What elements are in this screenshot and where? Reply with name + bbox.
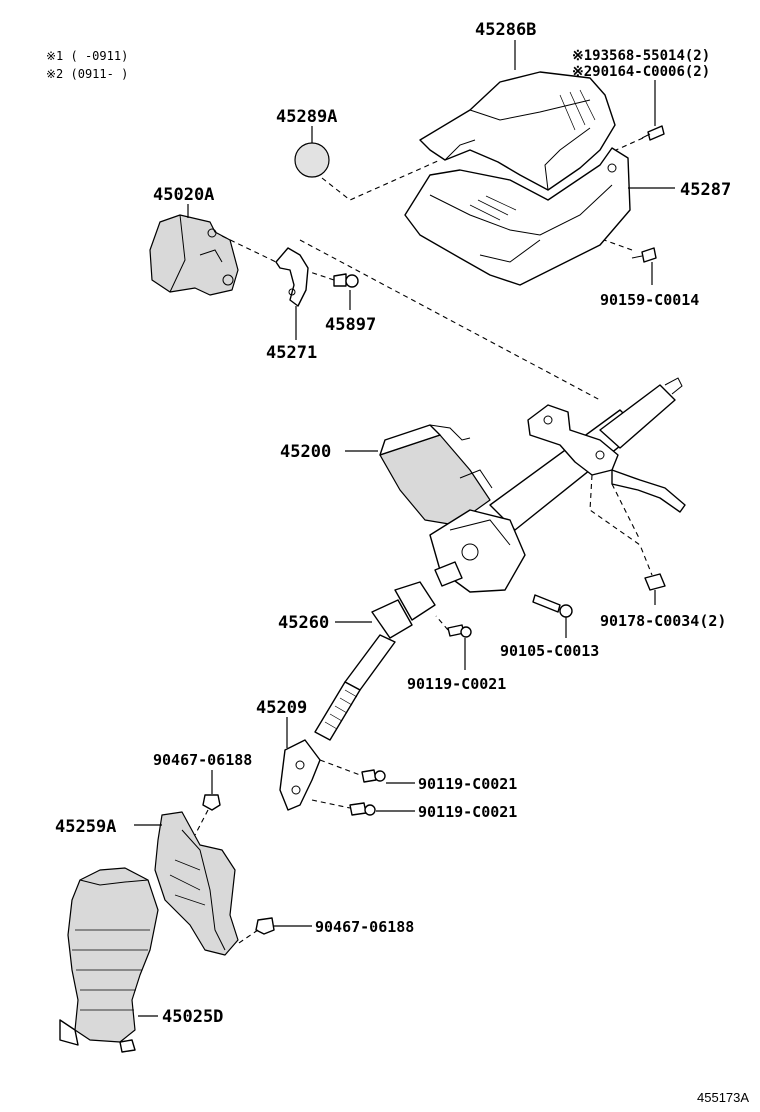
part-45897-bolt[interactable] <box>333 273 359 288</box>
label-45260: 45260 <box>278 613 329 633</box>
part-45025d-boot[interactable] <box>59 867 159 1053</box>
part-45271-clamp[interactable] <box>275 247 309 307</box>
label-45897: 45897 <box>325 315 376 335</box>
label-90105: 90105-C0013 <box>500 642 599 660</box>
label-45286b: 45286B <box>475 20 536 40</box>
dash-45209-b <box>311 799 351 809</box>
label-45289a: 45289A <box>276 107 337 127</box>
part-45200-steering-column[interactable] <box>379 377 686 593</box>
dash-screw-cover <box>615 137 644 151</box>
label-290164: ※290164-C0006(2) <box>572 64 710 80</box>
bolt-90119-b[interactable] <box>361 769 386 783</box>
dash-45271-column <box>299 239 601 401</box>
clip-90467-a[interactable] <box>202 794 221 811</box>
label-45025d: 45025D <box>162 1007 223 1027</box>
figure-reference: 455173A <box>697 1090 749 1105</box>
label-90178: 90178-C0034(2) <box>600 612 726 630</box>
dash-90467-a <box>194 809 209 836</box>
part-45260-intermediate-shaft[interactable] <box>314 581 436 741</box>
label-193568: ※193568-55014(2) <box>572 48 710 64</box>
dash-45897 <box>309 271 335 281</box>
dash-90159 <box>603 239 633 251</box>
dash-45289a <box>321 159 441 201</box>
label-45020a: 45020A <box>153 185 214 205</box>
label-90159: 90159-C0014 <box>600 291 699 309</box>
label-90119-a: 90119-C0021 <box>407 675 506 693</box>
bolt-90119-a[interactable] <box>447 624 472 638</box>
part-45209-universal-joint[interactable] <box>279 739 321 811</box>
dash-90467-b <box>235 929 259 946</box>
part-45020a-bracket[interactable] <box>149 214 239 296</box>
screw-193568[interactable] <box>641 125 665 141</box>
label-90467-b: 90467-06188 <box>315 918 414 936</box>
part-45287-lower-cover[interactable] <box>404 147 631 286</box>
note-1: ※1 ( -0911) <box>46 49 128 63</box>
label-90467-a: 90467-06188 <box>153 751 252 769</box>
label-45209: 45209 <box>256 698 307 718</box>
part-45259a-cover[interactable] <box>154 811 239 956</box>
dash-90178-b <box>611 483 641 541</box>
bolt-90105[interactable] <box>532 594 573 618</box>
part-45289a-cap[interactable] <box>294 142 330 178</box>
dash-90119-a <box>435 615 449 631</box>
nut-90178[interactable] <box>644 573 666 591</box>
label-90119-b: 90119-C0021 <box>418 775 517 793</box>
label-45200: 45200 <box>280 442 331 462</box>
label-45287: 45287 <box>680 180 731 200</box>
label-45271: 45271 <box>266 343 317 363</box>
dash-90178 <box>589 474 653 576</box>
part-45286b-upper-cover[interactable] <box>419 71 616 191</box>
dash-45020a <box>221 235 277 263</box>
dash-45209-a <box>319 759 361 776</box>
bolt-90119-c[interactable] <box>349 802 376 816</box>
label-45259a: 45259A <box>55 817 116 837</box>
clip-90467-b[interactable] <box>255 917 275 935</box>
note-2: ※2 (0911- ) <box>46 67 128 81</box>
screw-90159[interactable] <box>631 247 657 263</box>
label-90119-c: 90119-C0021 <box>418 803 517 821</box>
